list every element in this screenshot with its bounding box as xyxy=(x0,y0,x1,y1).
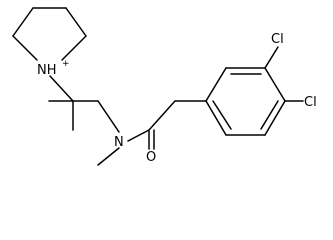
bond-namide-methyl xyxy=(97,147,120,166)
molecule-structure-diagram: NH + N O Cl Cl xyxy=(12,7,317,166)
atom-label-cl-upper: Cl xyxy=(271,32,284,47)
bond-n-cquat xyxy=(49,75,74,102)
bond-ring-c2-c3 xyxy=(12,7,34,37)
bond-carbonyl-ch2 xyxy=(148,100,176,131)
bond-ar-c3-c4 xyxy=(264,67,286,102)
alkyl-chain xyxy=(48,75,120,133)
atom-label-o-carbonyl: O xyxy=(146,150,156,165)
benzene-ring xyxy=(205,67,286,136)
atom-label-n-pyrrolidinium: NH xyxy=(37,63,57,78)
bond-ar-c4-c5-inner xyxy=(260,100,279,130)
bond-namide-carbonyl xyxy=(127,129,150,142)
amide-group xyxy=(97,100,207,166)
atom-label-cl-lower: Cl xyxy=(304,95,317,110)
bond-ar-c4-c5 xyxy=(264,100,286,136)
bond-ar-c1-c2 xyxy=(205,67,227,102)
bond-ring-c5-n xyxy=(61,35,87,61)
bond-c3-cl-upper xyxy=(264,46,279,69)
bond-ar-c6-c1 xyxy=(205,100,227,136)
pyrrolidine-ring xyxy=(12,7,87,61)
bond-ar-c6-c1-inner xyxy=(212,100,232,130)
chloro-substituents xyxy=(264,46,304,102)
atom-label-n-amide: N xyxy=(114,135,124,150)
bond-ring-c4-c5 xyxy=(65,7,87,37)
bond-ring-n-c2 xyxy=(12,35,38,61)
bond-ch2-namide xyxy=(97,100,120,133)
charge-label-plus: + xyxy=(62,59,70,69)
